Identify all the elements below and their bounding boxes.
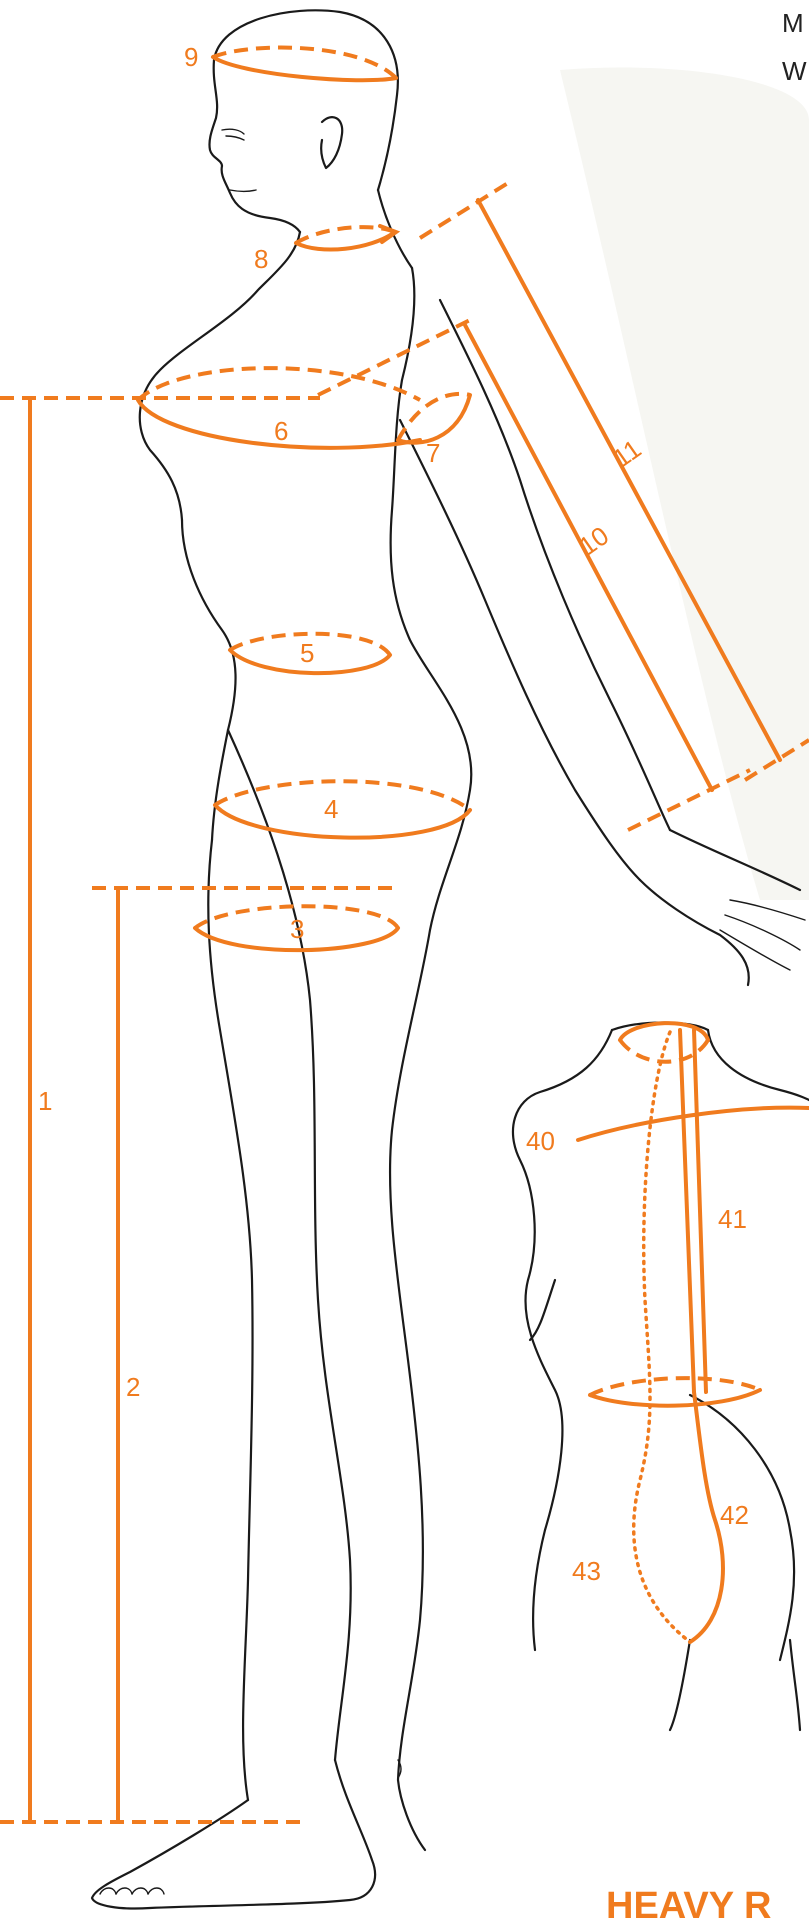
label-6: 6: [274, 416, 288, 446]
shoulder-line: [318, 320, 470, 395]
label-10: 10: [573, 520, 614, 561]
background-shading: [560, 67, 809, 900]
hip-circumference-back: [215, 781, 470, 810]
corner-text-line-2: W: [782, 56, 807, 86]
label-1: 1: [38, 1086, 52, 1116]
neck-arrow: [380, 226, 396, 242]
hip-circumference-front: [215, 805, 470, 838]
back-length-line-b: [694, 1030, 706, 1392]
label-41: 41: [718, 1204, 747, 1234]
label-8: 8: [254, 244, 268, 274]
neck-circumference-front: [296, 232, 395, 250]
label-9: 9: [184, 42, 198, 72]
label-40: 40: [526, 1126, 555, 1156]
back-waist-front: [590, 1390, 760, 1406]
bust-circumference-back: [138, 368, 420, 400]
back-view-figure: [513, 1023, 809, 1731]
label-42: 42: [720, 1500, 749, 1530]
label-2: 2: [126, 1372, 140, 1402]
back-rise-line: [690, 1392, 723, 1642]
label-7: 7: [426, 438, 440, 468]
head-circumference-back: [213, 48, 396, 78]
back-waist-back: [590, 1378, 760, 1395]
back-measurement-lines: [578, 1023, 809, 1642]
label-4: 4: [324, 794, 338, 824]
corner-text-line-1: M: [782, 8, 804, 38]
label-11: 11: [607, 433, 646, 473]
label-43: 43: [572, 1556, 601, 1586]
back-length-line-a: [680, 1030, 694, 1392]
back-shoulder-width-line: [578, 1108, 809, 1140]
banner-title: HEAVY R: [606, 1885, 771, 1924]
label-3: 3: [290, 914, 304, 944]
label-5: 5: [300, 638, 314, 668]
